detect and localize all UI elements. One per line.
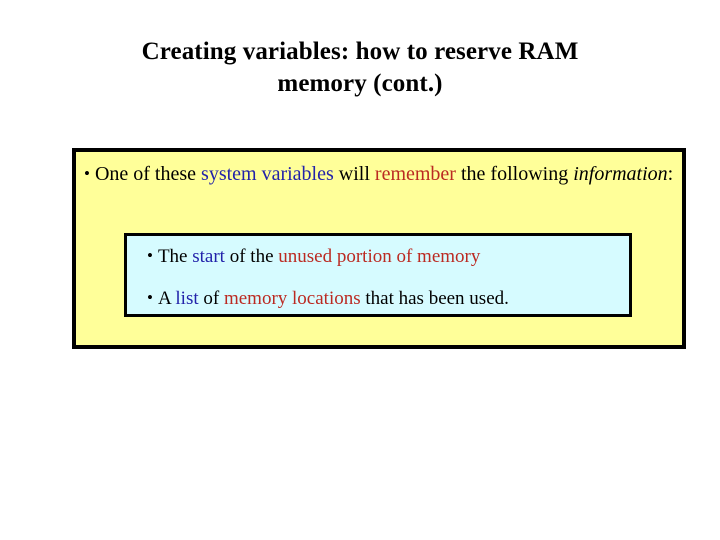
text-run-1: start (192, 246, 225, 267)
bullet-glyph-icon: • (147, 246, 153, 265)
text-run-5: information (573, 163, 668, 185)
text-run-2: will (333, 163, 375, 185)
outer-bullet-text: One of these system variables will remem… (95, 163, 673, 185)
text-run-3: memory locations (223, 288, 361, 309)
text-run-1: list (175, 288, 199, 309)
text-run-0: A (157, 288, 176, 309)
page-title-line-2: memory (cont.) (277, 70, 443, 97)
text-run-3: unused portion of memory (278, 246, 481, 267)
page-title: Creating variables: how to reserve RAM m… (60, 36, 660, 100)
inner-bullet-text-2: A list of memory locations that has been… (158, 288, 509, 309)
inner-bullet-text-1: The start of the unused portion of memor… (158, 246, 480, 267)
text-run-0: One of these (94, 163, 202, 185)
bullet-glyph-icon: • (84, 164, 90, 183)
text-run-2: of (198, 288, 224, 309)
inner-content-box: •The start of the unused portion of memo… (124, 233, 632, 317)
outer-bullet-item: •One of these system variables will reme… (84, 159, 680, 189)
text-run-2: of the (224, 246, 279, 267)
text-run-1: system variables (201, 163, 334, 185)
page-title-line-1: Creating variables: how to reserve RAM (141, 38, 579, 65)
text-run-3: remember (374, 163, 456, 185)
text-run-0: The (157, 246, 193, 267)
text-run-4: the following (455, 163, 574, 185)
text-run-4: that has been used. (360, 288, 509, 309)
inner-bullet-item-1: •The start of the unused portion of memo… (147, 244, 617, 269)
outer-content-box: •One of these system variables will reme… (72, 148, 686, 349)
text-run-6: : (667, 163, 674, 185)
bullet-glyph-icon: • (147, 288, 153, 307)
inner-bullet-item-2: •A list of memory locations that has bee… (147, 286, 617, 311)
